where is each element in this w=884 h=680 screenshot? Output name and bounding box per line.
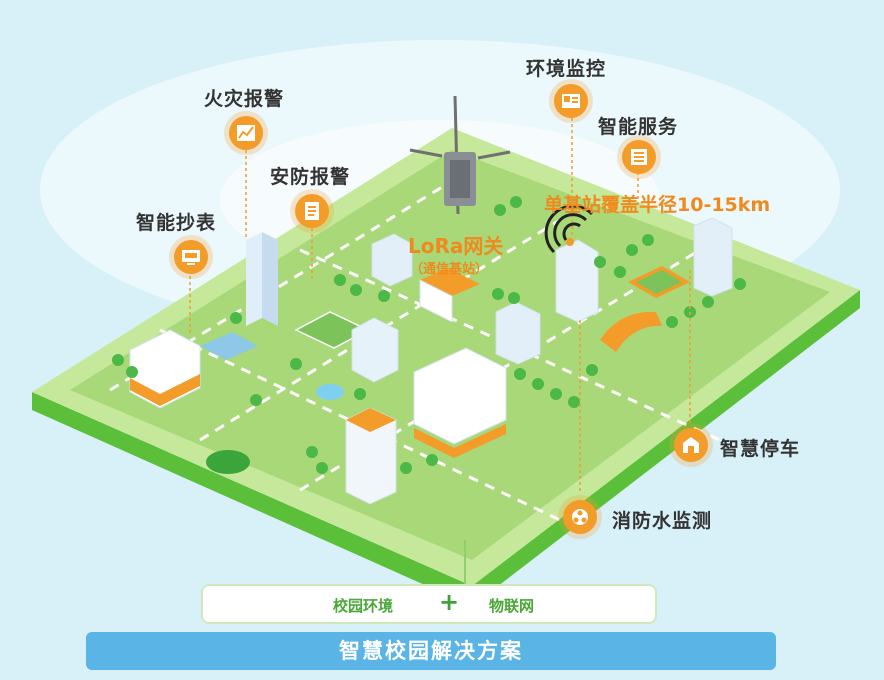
pin-security-alarm — [295, 194, 329, 228]
combo-right-label: 物联网 — [489, 597, 535, 615]
combo-left-label: 校园环境 — [333, 597, 394, 615]
label-env-monitor: 环境监控 — [526, 58, 607, 80]
pin-leader-lines — [189, 118, 691, 492]
pool — [316, 384, 344, 400]
meter-icon — [182, 250, 200, 265]
water-sensor-icon — [572, 509, 588, 525]
lora-gateway-device — [409, 95, 511, 215]
label-security-alarm: 安防报警 — [270, 166, 351, 188]
buildings — [129, 217, 733, 505]
combo-bar: 校园环境 + 物联网 — [201, 584, 657, 624]
label-smart-meter: 智能抄表 — [136, 212, 217, 234]
gateway-title: LoRa网关 — [408, 234, 504, 258]
pin-smart-parking — [674, 428, 708, 462]
coverage-radius: 单基站覆盖半径10-15km — [544, 194, 771, 216]
pond — [206, 450, 250, 474]
solution-title-banner: 智慧校园解决方案 — [86, 632, 776, 670]
document-icon — [305, 202, 319, 220]
pin-env-monitor — [554, 84, 588, 118]
plus-icon: + — [439, 588, 460, 616]
pin-smart-meter — [174, 240, 208, 274]
gateway-subtitle: （通信基站） — [410, 262, 489, 277]
pin-smart-service — [622, 140, 656, 174]
pin-fire-alarm — [229, 116, 263, 150]
pin-fire-water — [563, 500, 597, 534]
label-fire-alarm: 火灾报警 — [204, 88, 285, 110]
label-smart-parking: 智慧停车 — [720, 438, 801, 460]
monitor-icon — [562, 94, 580, 108]
chart-icon — [237, 125, 255, 141]
signal-waves — [544, 204, 594, 254]
label-fire-water: 消防水监测 — [612, 510, 713, 532]
trees — [112, 196, 746, 474]
list-icon — [631, 149, 647, 165]
parking-icon — [683, 437, 699, 453]
label-smart-service: 智能服务 — [598, 116, 679, 138]
sports-field-2-inner — [636, 270, 682, 294]
